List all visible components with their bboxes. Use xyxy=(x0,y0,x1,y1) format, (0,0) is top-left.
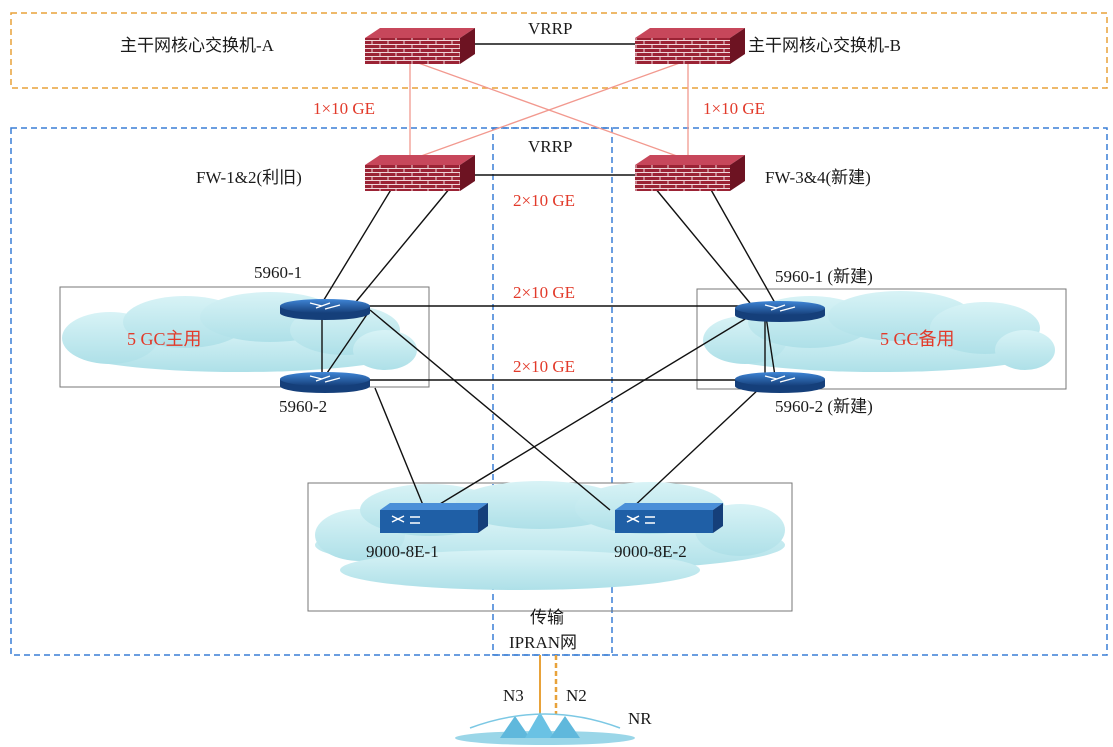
n2-label: N2 xyxy=(566,686,587,705)
firewall-icon xyxy=(635,155,745,191)
core-switch-b-label: 主干网核心交换机-B xyxy=(748,36,901,55)
right-5960-1-label: 5960-1 (新建) xyxy=(775,267,873,286)
left-5960-1-label: 5960-1 xyxy=(254,263,303,282)
switch-icon xyxy=(735,372,825,393)
firewall-icon xyxy=(365,28,475,64)
core-uplinks xyxy=(409,59,689,161)
primary-region xyxy=(10,127,613,656)
lower-5960-link-label: 2×10 GE xyxy=(513,357,575,376)
transport-cloud xyxy=(315,481,785,590)
nr-antenna-icon xyxy=(455,712,635,745)
primary-cluster-frame xyxy=(59,286,430,388)
primary-5gc-label: 5 GC主用 xyxy=(127,329,202,349)
fw-left-label: FW-1&2(利旧) xyxy=(196,168,302,187)
firewall-icon xyxy=(635,28,745,64)
fw-link-label: 2×10 GE xyxy=(513,191,575,210)
switch-icon xyxy=(280,372,370,393)
ipran-label: IPRAN网 xyxy=(509,633,578,652)
switch-icon xyxy=(280,299,370,320)
core-switch-a-label: 主干网核心交换机-A xyxy=(120,36,274,55)
backbone-region xyxy=(10,12,1108,89)
n3-label: N3 xyxy=(503,686,524,705)
top-vrrp-label: VRRP xyxy=(528,19,573,38)
right-5960-2-label: 5960-2 (新建) xyxy=(775,397,873,416)
router-icon xyxy=(615,503,723,533)
router-icon xyxy=(380,503,488,533)
backup-cluster-frame xyxy=(696,288,1067,390)
router-1-label: 9000-8E-1 xyxy=(366,542,439,561)
switch-icon xyxy=(735,301,825,322)
firewall-icon xyxy=(365,155,475,191)
transport-label: 传输 xyxy=(530,608,564,627)
left-5960-2-label: 5960-2 xyxy=(279,397,328,416)
right-uplink-label: 1×10 GE xyxy=(703,99,765,118)
firewall-vrrp-label: VRRP xyxy=(528,137,573,156)
left-uplink-label: 1×10 GE xyxy=(313,99,375,118)
upper-5960-link-label: 2×10 GE xyxy=(513,283,575,302)
backup-cloud xyxy=(703,291,1055,372)
router-2-label: 9000-8E-2 xyxy=(614,542,687,561)
nr-label: NR xyxy=(628,709,652,728)
backup-5gc-label: 5 GC备用 xyxy=(880,329,955,349)
fw-right-label: FW-3&4(新建) xyxy=(765,168,871,187)
